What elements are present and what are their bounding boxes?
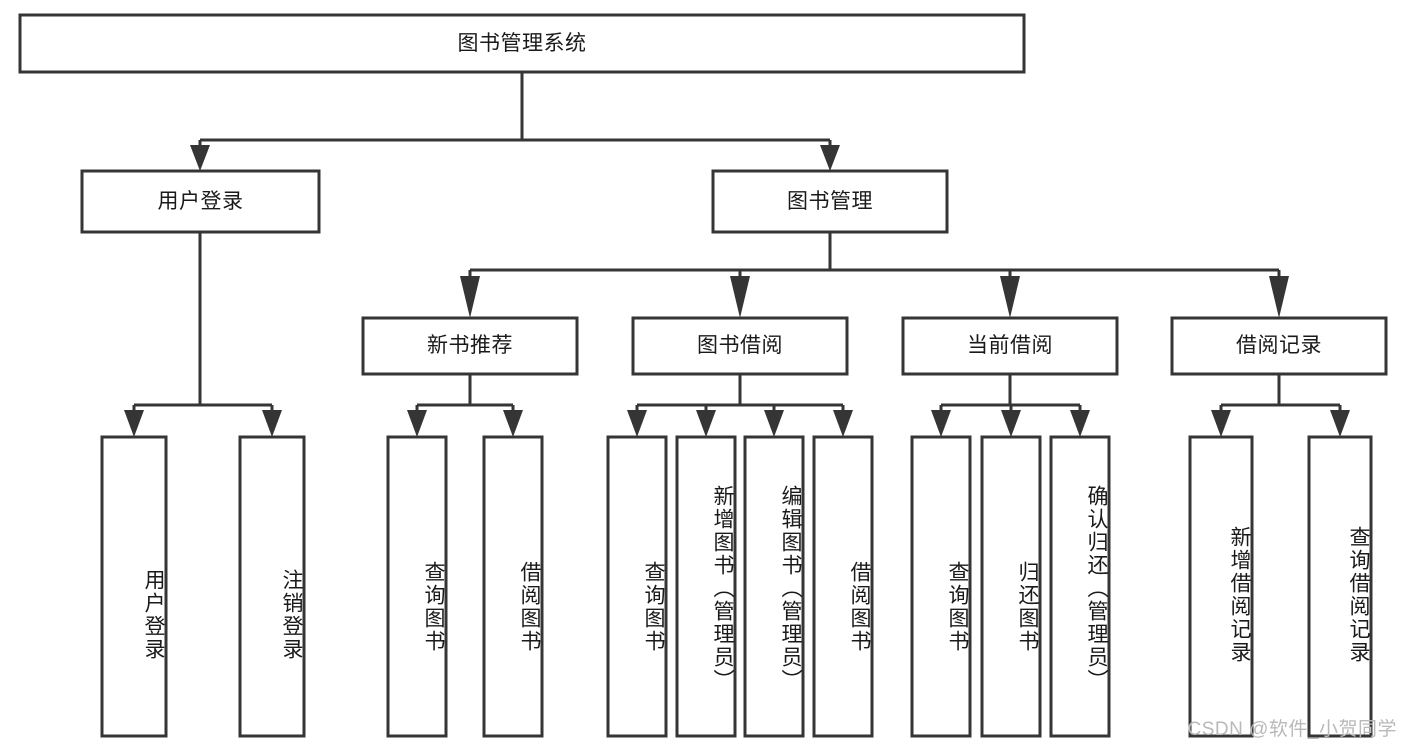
node-box-leaf-borrow-book-1[interactable]	[482, 435, 544, 738]
node-box-root[interactable]	[18, 13, 1026, 74]
node-box-leaf-query-book-3[interactable]	[910, 435, 972, 738]
connector-user-login-to-leaves	[124, 232, 282, 437]
node-box-leaf-add-book[interactable]	[675, 435, 737, 738]
watermark-text: CSDN @软件_小贺同学	[1187, 719, 1397, 740]
connector-root-to-level2	[190, 72, 840, 171]
node-box-leaf-query-record[interactable]	[1307, 435, 1373, 738]
connector-new-book-recommend-to-leaves	[407, 374, 523, 437]
connector-current-borrow-to-leaves	[931, 374, 1090, 437]
node-box-current-borrow[interactable]	[901, 316, 1119, 376]
node-box-leaf-edit-book[interactable]	[743, 435, 805, 738]
node-box-new-book-recommend[interactable]	[361, 316, 579, 376]
connector-book-manage-to-level3	[460, 232, 1289, 318]
connector-book-borrow-to-leaves	[627, 374, 853, 437]
node-box-leaf-user-login[interactable]	[100, 435, 168, 738]
connector-borrow-record-to-leaves	[1211, 374, 1350, 437]
node-box-borrow-record[interactable]	[1170, 316, 1388, 376]
node-box-book-borrow[interactable]	[631, 316, 849, 376]
node-box-leaf-confirm-return[interactable]	[1049, 435, 1111, 738]
node-box-leaf-return-book[interactable]	[980, 435, 1042, 738]
node-box-book-manage[interactable]	[711, 169, 949, 234]
node-box-user-login[interactable]	[80, 169, 321, 234]
node-box-leaf-logout-login[interactable]	[238, 435, 306, 738]
node-box-leaf-add-record[interactable]	[1188, 435, 1254, 738]
node-box-leaf-query-book-1[interactable]	[386, 435, 448, 738]
node-box-leaf-query-book-2[interactable]	[606, 435, 668, 738]
node-box-leaf-borrow-book-2[interactable]	[812, 435, 874, 738]
